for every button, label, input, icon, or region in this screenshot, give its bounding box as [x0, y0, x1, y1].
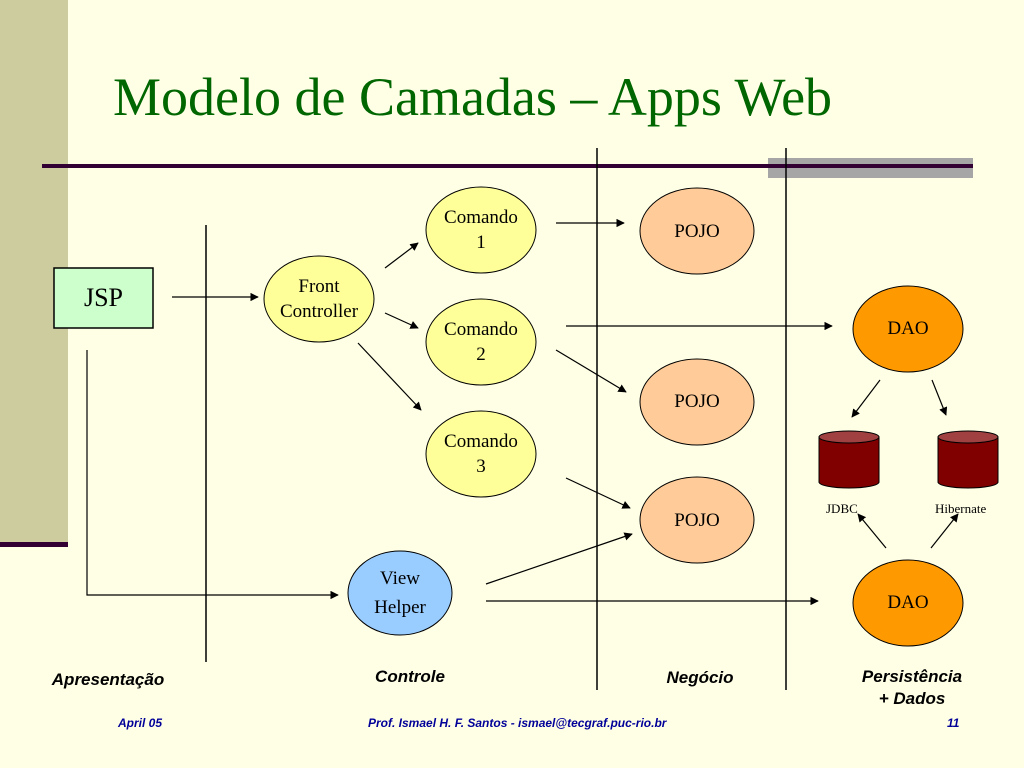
pojo-1-label: POJO — [674, 221, 720, 242]
arrow-comando-3-to-pojo-3 — [565, 477, 631, 509]
front-controller-label: Front Controller — [279, 276, 359, 322]
pojo-3-label: POJO — [674, 510, 720, 531]
arrow-comando-2-to-pojo-2 — [555, 349, 627, 393]
arrow-dao-1-to-hibernate — [931, 379, 948, 416]
arrow-front-controller-to-comando-2 — [384, 312, 419, 329]
pojo-1-node — [639, 187, 755, 275]
layer-label-controle: Controle — [375, 667, 445, 686]
footer-page-number: 11 — [947, 716, 960, 730]
hibernate-label: Hibernate — [935, 501, 987, 516]
hibernate-database-icon — [937, 430, 999, 489]
layer-label-persistencia: Persistência + Dados — [861, 667, 963, 708]
arrow-view-helper-to-pojo-3 — [485, 532, 633, 585]
comando-1-node — [425, 186, 537, 274]
jdbc-database-icon — [818, 430, 880, 489]
jsp-label: JSP — [83, 283, 124, 312]
slide-title: Modelo de Camadas – Apps Web — [113, 67, 833, 127]
title-rule-block-line — [768, 164, 973, 168]
comando-3-node — [425, 410, 537, 498]
comando-3-label: Comando 3 — [444, 431, 518, 477]
arrow-dao-2-to-jdbc — [857, 513, 887, 549]
view-helper-node — [347, 550, 453, 636]
title-rule — [42, 164, 770, 168]
view-helper-label: View Helper — [374, 568, 426, 618]
pojo-2-node — [639, 358, 755, 446]
jdbc-label: JDBC — [826, 501, 858, 516]
pojo-2-label: POJO — [674, 391, 720, 412]
jsp-box — [53, 267, 154, 329]
comando-2-label: Comando 2 — [444, 319, 518, 365]
dao-1-label: DAO — [887, 318, 929, 339]
sidebar-accent-line — [0, 542, 68, 547]
arrow-dao-1-to-jdbc — [851, 379, 881, 418]
dao-2-node — [852, 559, 964, 647]
title-rule-block — [768, 158, 973, 178]
comando-1-label: Comando 1 — [444, 207, 518, 253]
dao-2-label: DAO — [887, 592, 929, 613]
arrow-front-controller-to-comando-3 — [357, 342, 422, 411]
layer-label-apresentacao: Apresentação — [51, 670, 165, 689]
comando-2-node — [425, 298, 537, 386]
dao-1-node — [852, 285, 964, 373]
arrow-front-controller-to-comando-1 — [384, 242, 419, 269]
footer-author: Prof. Ismael H. F. Santos - ismael@tecgr… — [368, 716, 667, 730]
footer-date: April 05 — [118, 716, 163, 730]
arrow-dao-2-to-hibernate — [930, 513, 959, 549]
pojo-3-node — [639, 476, 755, 564]
layer-label-negocio: Negócio — [666, 668, 734, 687]
arrow-jsp-to-view-helper — [86, 350, 339, 600]
front-controller-node — [263, 255, 375, 343]
